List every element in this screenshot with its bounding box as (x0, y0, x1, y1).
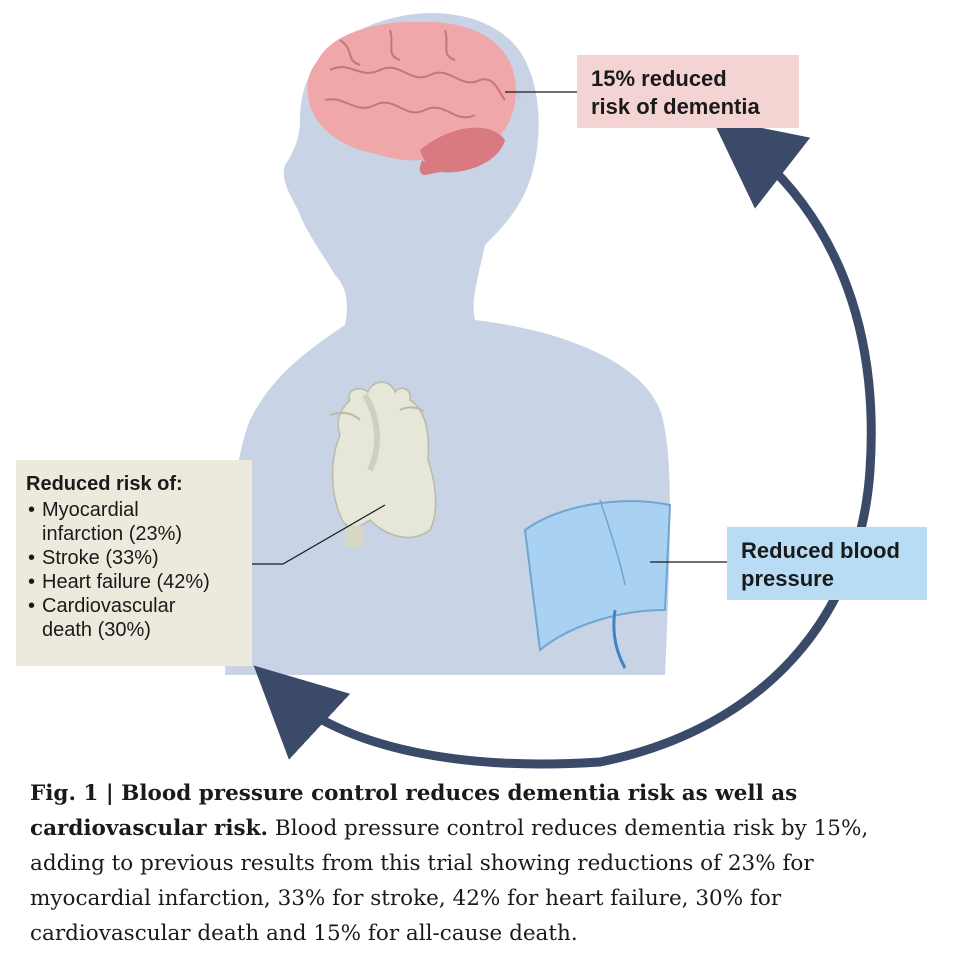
reduced-risk-heading: Reduced risk of: (26, 473, 183, 495)
risk-item-myocardial-infarction: Myocardial infarction (23%) (26, 498, 242, 546)
diagram-illustration (225, 13, 876, 769)
risk-item-line: death (30%) (42, 619, 151, 641)
brain-icon (307, 21, 516, 175)
blood-pressure-cuff-icon (523, 499, 672, 669)
cycle-arrow-up (595, 117, 876, 767)
risk-item-heart-failure: Heart failure (42%) (26, 570, 242, 594)
risk-item-line: Heart failure (42%) (42, 571, 210, 593)
blood-pressure-label: Reduced blood pressure (727, 527, 927, 600)
bp-label-line2: pressure (741, 566, 834, 591)
risk-item-line: Cardiovascular (42, 595, 176, 617)
reduced-risk-list: Myocardial infarction (23%) Stroke (33%)… (26, 498, 242, 642)
cycle-arrow-left (253, 665, 605, 769)
risk-item-line: Myocardial (42, 499, 139, 521)
risk-item-line: Stroke (33%) (42, 547, 159, 569)
risk-item-cardiovascular-death: Cardiovascular death (30%) (26, 594, 242, 642)
heart-icon (329, 381, 437, 547)
bp-label-line1: Reduced blood (741, 538, 900, 563)
figure-caption: Fig. 1 | Blood pressure control reduces … (30, 776, 940, 951)
dementia-risk-label: 15% reduced risk of dementia (577, 55, 799, 128)
caption-body: Blood pressure control reduces dementia … (30, 816, 869, 946)
risk-item-line: infarction (23%) (42, 523, 183, 545)
reduced-risk-box: Reduced risk of: Myocardial infarction (… (16, 460, 252, 666)
dementia-label-line1: 15% reduced (591, 66, 727, 91)
risk-item-stroke: Stroke (33%) (26, 546, 242, 570)
caption-title: Fig. 1 | Blood pressure control reduces … (30, 781, 798, 841)
risk-leader-line (252, 504, 386, 565)
dementia-label-line2: risk of dementia (591, 94, 760, 119)
